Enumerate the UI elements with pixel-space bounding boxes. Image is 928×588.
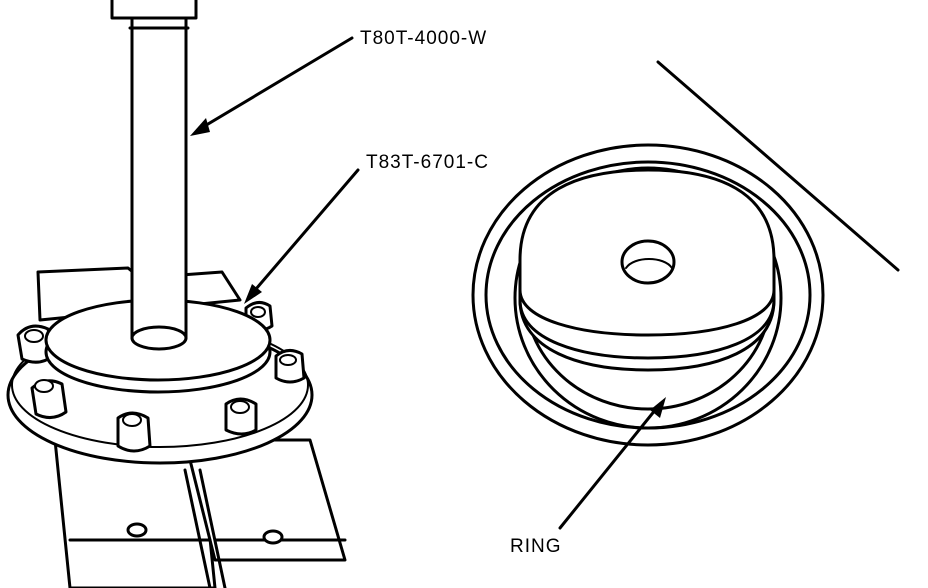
vise-and-tool-assembly xyxy=(6,0,347,588)
ring-installation-view xyxy=(471,60,900,447)
installer-shaft xyxy=(110,0,198,351)
center-hole xyxy=(620,239,676,285)
vise-jaws xyxy=(53,438,347,588)
reference-line xyxy=(656,60,900,272)
installer-cap xyxy=(518,168,776,372)
leader-arrows xyxy=(190,36,666,530)
housing-bolt-bosses xyxy=(16,301,306,453)
label-tool-upper: T80T-4000-W xyxy=(360,28,487,49)
label-tool-lower: T83T-6701-C xyxy=(366,152,489,173)
label-ring: RING xyxy=(510,536,562,557)
